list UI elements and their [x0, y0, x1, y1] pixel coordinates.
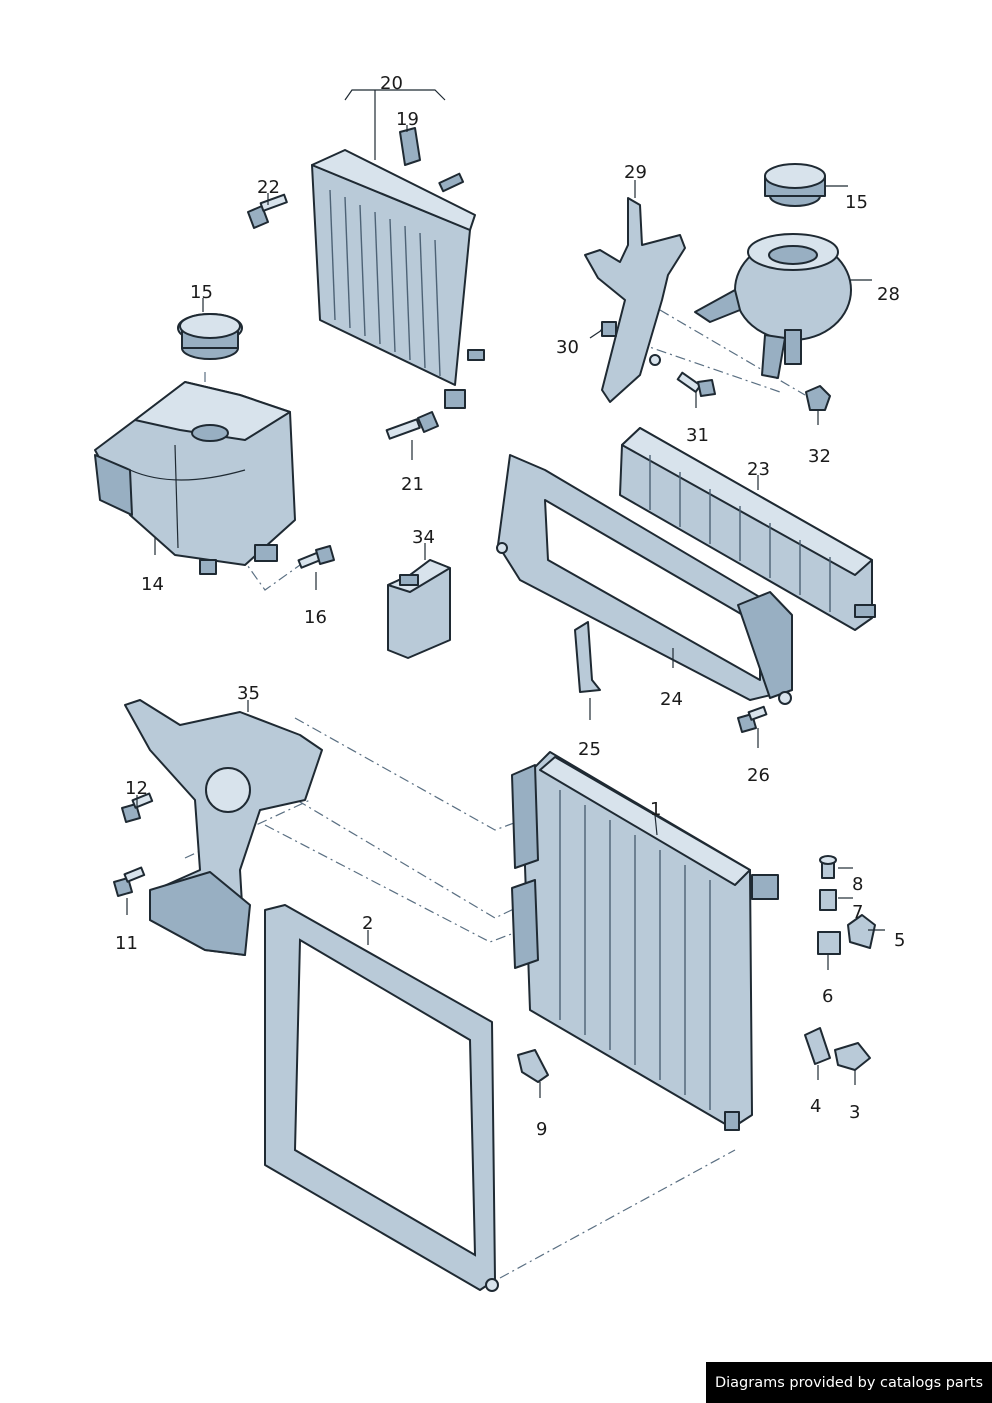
- part-32-nut: [805, 385, 831, 411]
- callout-9: 9: [536, 1119, 547, 1140]
- callout-29: 29: [624, 162, 647, 183]
- part-15-cap-right: [764, 163, 826, 207]
- part-19-clip: [399, 127, 421, 166]
- callout-15-left: 15: [190, 282, 213, 303]
- callout-5: 5: [894, 930, 905, 951]
- callout-26: 26: [747, 765, 770, 786]
- part-3-mount: [834, 1042, 871, 1071]
- callout-15-right: 15: [845, 192, 868, 213]
- callout-1: 1: [650, 799, 661, 820]
- part-2-mounting-frame: [264, 904, 499, 1292]
- callout-19: 19: [396, 109, 419, 130]
- part-7-grommet: [819, 889, 837, 911]
- callout-23: 23: [747, 459, 770, 480]
- part-1-main-radiator: [511, 751, 779, 1131]
- part-6-rubber-mount: [817, 931, 841, 955]
- callout-25: 25: [578, 739, 601, 760]
- part-31-bolt: [676, 371, 716, 397]
- part-26-bolt: [737, 705, 768, 733]
- callout-6: 6: [822, 986, 833, 1007]
- part-24-frame: [496, 454, 793, 705]
- callout-20: 20: [380, 73, 403, 94]
- part-21-bolt: [385, 411, 439, 440]
- credit-banner: Diagrams provided by catalogs parts: [706, 1362, 992, 1403]
- part-16-bolt: [297, 545, 335, 569]
- callout-21: 21: [401, 474, 424, 495]
- callout-28: 28: [877, 284, 900, 305]
- callout-4: 4: [810, 1096, 821, 1117]
- callout-16: 16: [304, 607, 327, 628]
- part-28-reservoir: [694, 233, 852, 379]
- part-11-bolt: [113, 866, 146, 897]
- callout-2: 2: [362, 913, 373, 934]
- part-34-container: [387, 559, 451, 659]
- part-25-bracket: [574, 621, 601, 693]
- part-29-bracket: [584, 197, 686, 403]
- part-4-mount: [804, 1027, 831, 1065]
- callout-30: 30: [556, 337, 579, 358]
- callout-3: 3: [849, 1102, 860, 1123]
- callout-22: 22: [257, 177, 280, 198]
- callout-31: 31: [686, 425, 709, 446]
- part-8-grommet: [819, 855, 837, 879]
- callout-8: 8: [852, 874, 863, 895]
- part-9-clip: [517, 1049, 549, 1083]
- callout-35: 35: [237, 683, 260, 704]
- part-15-cap-left: [177, 313, 243, 360]
- callout-11: 11: [115, 933, 138, 954]
- callout-labels: 1 2 3 4 5 6 7 8 9 11 12 14 15 15 16 19 2…: [115, 73, 905, 1140]
- callout-34: 34: [412, 527, 435, 548]
- part-22-bolt: [247, 193, 288, 229]
- part-5-bracket: [847, 914, 876, 949]
- leader-lines: [126, 89, 885, 1098]
- callout-32: 32: [808, 446, 831, 467]
- part-35-support: [124, 699, 323, 956]
- callout-24: 24: [660, 689, 683, 710]
- part-30-clip-nut: [601, 321, 617, 337]
- part-23-cooler: [619, 427, 876, 631]
- callout-14: 14: [141, 574, 164, 595]
- part-20-auxiliary-radiator: [311, 149, 485, 409]
- part-14-expansion-tank: [94, 381, 296, 575]
- callout-7: 7: [852, 902, 863, 923]
- callout-12: 12: [125, 778, 148, 799]
